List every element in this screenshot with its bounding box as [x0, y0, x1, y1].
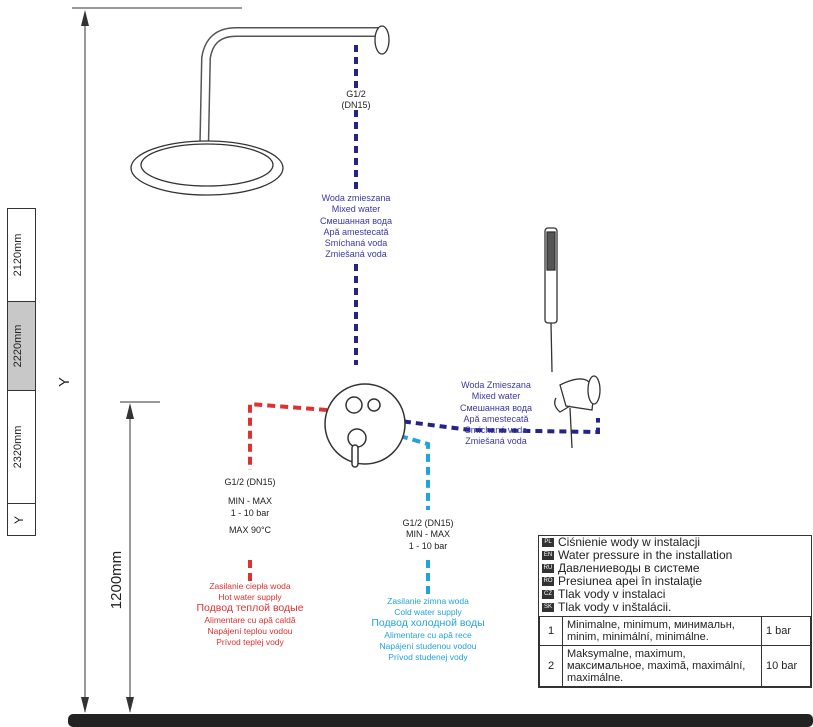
arrow-up-icon — [126, 403, 134, 419]
row-value: 10 bar — [761, 645, 811, 687]
table-row: 1 Minimalne, minimum, минимальн, minim, … — [539, 616, 811, 646]
cold-connection-specs: G1/2 (DN15) MIN - MAX 1 - 10 bar — [378, 518, 478, 552]
cold-connection-size: G1/2 (DN15) — [402, 518, 454, 528]
mixed-water-label: Apă amestecată — [323, 226, 389, 237]
cold-water-label: Cold water supply — [394, 606, 462, 617]
hot-max-temp: MAX 90°C — [228, 524, 272, 535]
total-height-label: Y — [56, 377, 73, 388]
mixed-water-label: Zmiešaná voda — [465, 436, 527, 447]
cold-water-label: Zasilanie zimna woda — [387, 596, 469, 606]
height-option-cell: Y — [8, 504, 35, 535]
shower-head-icon — [130, 25, 390, 196]
cold-water-pipe — [399, 434, 430, 510]
hot-water-label: Napájení teplou vodou — [207, 626, 293, 636]
mixed-water-label: Smíchaná voda — [324, 238, 388, 248]
hot-water-label-group: Zasilanie ciepła woda Hot water supply П… — [180, 581, 320, 647]
height-option-cell: 2320mm — [8, 391, 35, 504]
table-row: 2 Maksymalne, maximum, максимальное, max… — [539, 645, 811, 687]
arrow-down-icon — [126, 697, 134, 713]
hot-water-label: Zasilanie ciepła woda — [209, 581, 291, 591]
row-value: 1 bar — [761, 616, 811, 646]
hand-shower-pipe — [391, 418, 600, 435]
hot-water-label: Alimentare cu apă caldă — [204, 615, 296, 626]
hot-connection-size: G1/2 (DN15) — [224, 477, 276, 487]
mixed-water-label: Apă amestecată — [463, 413, 529, 424]
floor-line — [68, 714, 813, 727]
legend-text: Давлениеводы в системе — [558, 561, 700, 575]
pressure-table: 1 Minimalne, minimum, минимальн, minim, … — [539, 616, 811, 687]
legend-line: EN Water pressure in the installation — [539, 549, 811, 562]
legend-line: SK Tlak vody v inštalácii. — [539, 601, 811, 614]
row-number: 1 — [539, 616, 563, 646]
row-number: 2 — [539, 645, 563, 687]
hot-pressure-range: 1 - 10 bar — [230, 507, 270, 518]
mixed-water-label: Smíchaná voda — [464, 425, 528, 435]
cold-pressure-range: 1 - 10 bar — [408, 540, 448, 551]
row-description: Minimalne, minimum, минимальн, minim, mi… — [562, 616, 762, 646]
mixed-water-label: Woda Zmieszana — [461, 380, 531, 390]
cold-water-label: Alimentare cu apă rece — [384, 630, 472, 641]
mixed-water-label: Zmiešaná voda — [325, 249, 387, 260]
mixed-water-label-group: Woda zmieszana Mixed water Смешанная вод… — [300, 193, 412, 261]
cold-water-label: Prívod studenej vody — [388, 651, 468, 662]
arrow-up-icon — [81, 10, 89, 26]
lang-tag: RU — [542, 564, 554, 573]
legend-text: Presiunea apei în instalaţie — [558, 574, 703, 588]
hand-shower-water-label-group: Woda Zmieszana Mixed water Смешанная вод… — [440, 380, 552, 448]
legend-line: RO Presiunea apei în instalaţie — [539, 575, 811, 588]
hot-water-label: Подвод теплой водые — [196, 602, 304, 615]
hand-shower-icon — [544, 227, 601, 449]
height-options-table: 2120mm 2220mm 2320mm Y — [7, 208, 36, 536]
lang-tag: SK — [542, 603, 554, 612]
hot-connection-specs: G1/2 (DN15) MIN - MAX 1 - 10 bar MAX 90°… — [200, 477, 300, 536]
cold-water-label-group: Zasilanie zimna woda Cold water supply П… — [358, 596, 498, 662]
lang-tag: CZ — [542, 590, 554, 599]
cold-water-label: Napájení studenou vodou — [379, 641, 477, 651]
legend-line: CZ Tlak vody v instalaci — [539, 588, 811, 601]
mixed-water-label: Mixed water — [331, 204, 381, 215]
connection-size: G1/2 — [346, 89, 366, 99]
mixed-water-label: Mixed water — [471, 391, 521, 402]
shower-connection-label: G1/2 (DN15) — [330, 89, 382, 112]
hot-water-pipe — [248, 401, 341, 470]
mixer-icon — [324, 383, 406, 468]
legend-text: Ciśnienie wody w instalacji — [558, 535, 701, 549]
height-option-cell-highlighted: 2220mm — [8, 302, 35, 391]
height-option-label: 2220mm — [12, 324, 24, 368]
hot-pressure-title: MIN - MAX — [228, 496, 272, 507]
cold-water-label: Подвод холодной воды — [371, 617, 485, 630]
lang-tag: EN — [542, 551, 554, 560]
mixed-water-label: Woda zmieszana — [321, 193, 391, 203]
mixed-water-label: Смешанная вода — [320, 215, 392, 226]
legend-line: PL Ciśnienie wody w instalacji — [539, 536, 811, 549]
row-description: Maksymalne, maximum, максимальное, maxim… — [562, 645, 762, 687]
mixer-height-label: 1200mm — [108, 550, 125, 610]
legend-text: Tlak vody v instalaci — [558, 587, 666, 601]
arrow-down-icon — [81, 697, 89, 713]
legend-line: RU Давлениеводы в системе — [539, 562, 811, 575]
height-option-cell: 2120mm — [8, 209, 35, 302]
cold-pressure-title: MIN - MAX — [406, 529, 450, 540]
lang-tag: PL — [542, 538, 554, 547]
hot-water-label: Prívod teplej vody — [216, 636, 284, 647]
legend-text: Tlak vody v inštalácii. — [558, 600, 672, 614]
pressure-legend: PL Ciśnienie wody w instalacji EN Water pr… — [538, 535, 812, 688]
height-option-label: 2320mm — [12, 425, 24, 469]
legend-text: Water pressure in the installation — [558, 548, 733, 562]
lang-tag: RO — [542, 577, 554, 586]
mixed-water-label: Смешанная вода — [460, 402, 532, 413]
height-option-label: 2120mm — [12, 233, 24, 277]
connection-dn: (DN15) — [341, 100, 371, 111]
hot-water-label: Hot water supply — [218, 591, 282, 602]
height-option-label: Y — [12, 516, 26, 525]
